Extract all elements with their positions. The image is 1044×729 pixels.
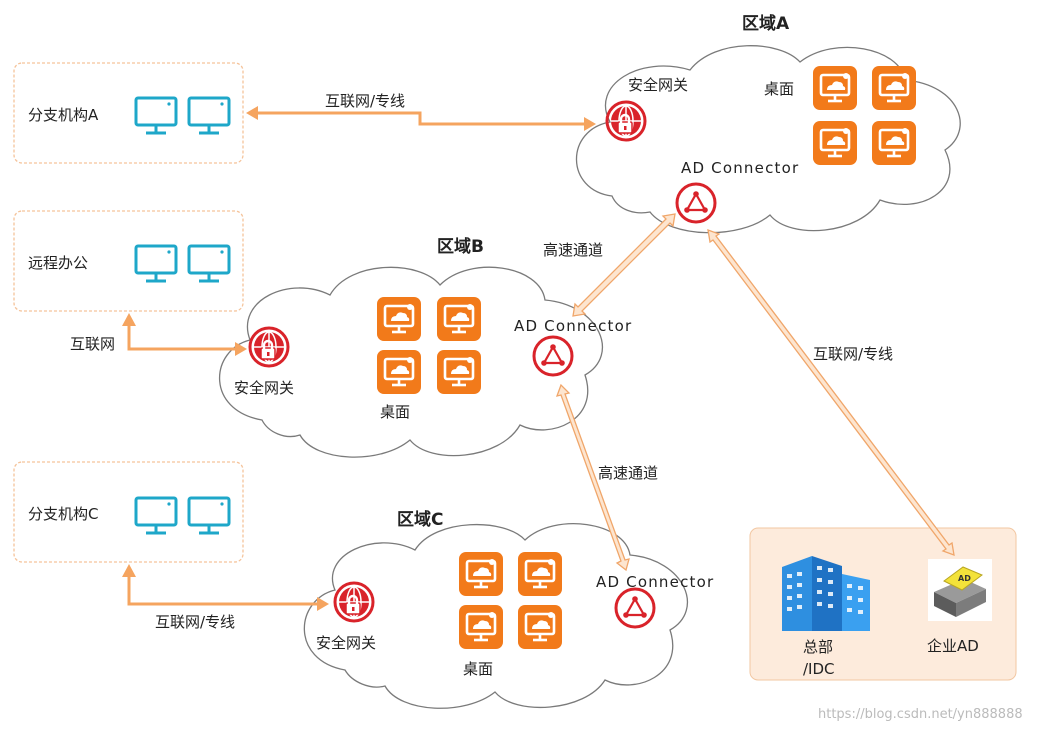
cloud-desktop-icon — [870, 119, 918, 167]
hq-link-label: 互联网/专线 — [813, 345, 893, 363]
arrowhead-icon — [584, 117, 596, 131]
branch-c-link-label: 互联网/专线 — [155, 613, 235, 631]
cloud-desktop-icon — [457, 603, 505, 651]
hq-name-line1: 总部 — [803, 638, 833, 656]
arrowhead-icon — [246, 106, 258, 120]
branch-c-box — [13, 461, 244, 563]
region-b-desktop-label: 桌面 — [380, 403, 410, 421]
arrowhead-icon — [235, 342, 247, 356]
cloud-desktop-icon — [811, 64, 859, 112]
arrowhead-icon — [122, 313, 136, 326]
region-b-connector-label: AD Connector — [514, 317, 632, 335]
ad-connector-icon — [532, 335, 574, 377]
headquarters-building-icon — [782, 556, 870, 631]
branch-a-link-label: 互联网/专线 — [325, 92, 405, 110]
hq-link — [707, 229, 955, 556]
branch-a-link — [256, 111, 585, 126]
cloud-desktop-icon — [516, 603, 564, 651]
branch-a-box — [13, 62, 244, 164]
express-channel-b-c — [555, 383, 630, 572]
express-channel-label: 高速通道 — [543, 241, 603, 259]
watermark: https://blog.csdn.net/yn888888 — [818, 707, 1023, 722]
region-a-connector-label: AD Connector — [681, 159, 799, 177]
security-gateway-icon — [333, 581, 375, 623]
ad-connector-icon — [614, 587, 656, 629]
cloud-desktop-icon — [435, 348, 483, 396]
express-channel-a-b — [572, 213, 676, 317]
region-c-title: 区域C — [397, 509, 443, 530]
express-channel-label: 高速通道 — [598, 464, 658, 482]
remote-link — [127, 324, 236, 351]
region-b-gateway-label: 安全网关 — [234, 379, 294, 397]
region-a-title: 区域A — [742, 13, 790, 34]
cloud-desktop-icon — [375, 348, 423, 396]
hq-name-line2: /IDC — [803, 660, 835, 678]
security-gateway-icon — [248, 326, 290, 368]
cloud-desktop-icon — [811, 119, 859, 167]
ad-connector-icon — [675, 182, 717, 224]
remote-office-box — [13, 210, 244, 312]
branch-c-link — [127, 575, 318, 606]
branch-a-label: 分支机构A — [28, 106, 99, 124]
region-c-desktop-label: 桌面 — [463, 660, 493, 678]
cloud-desktop-icon — [457, 550, 505, 598]
region-b-title: 区域B — [437, 236, 484, 257]
region-a-desktop-label: 桌面 — [764, 80, 794, 98]
region-a-gateway-label: 安全网关 — [628, 76, 688, 94]
remote-office-label: 远程办公 — [28, 254, 88, 272]
cloud-desktop-icon — [516, 550, 564, 598]
cloud-desktop-icon — [435, 295, 483, 343]
branch-c-label: 分支机构C — [28, 505, 98, 523]
enterprise-ad-label: 企业AD — [927, 637, 979, 655]
arrowhead-icon — [317, 597, 329, 611]
region-c-connector-label: AD Connector — [596, 573, 714, 591]
enterprise-ad-server-icon: AD — [928, 559, 992, 621]
cloud-desktop-icon — [375, 295, 423, 343]
security-gateway-icon — [605, 100, 647, 142]
ad-box-text: AD — [958, 574, 971, 583]
remote-link-label: 互联网 — [70, 335, 115, 353]
arrowhead-icon — [122, 564, 136, 577]
cloud-desktop-icon — [870, 64, 918, 112]
region-a-cloud — [575, 45, 961, 234]
region-c-gateway-label: 安全网关 — [316, 634, 376, 652]
